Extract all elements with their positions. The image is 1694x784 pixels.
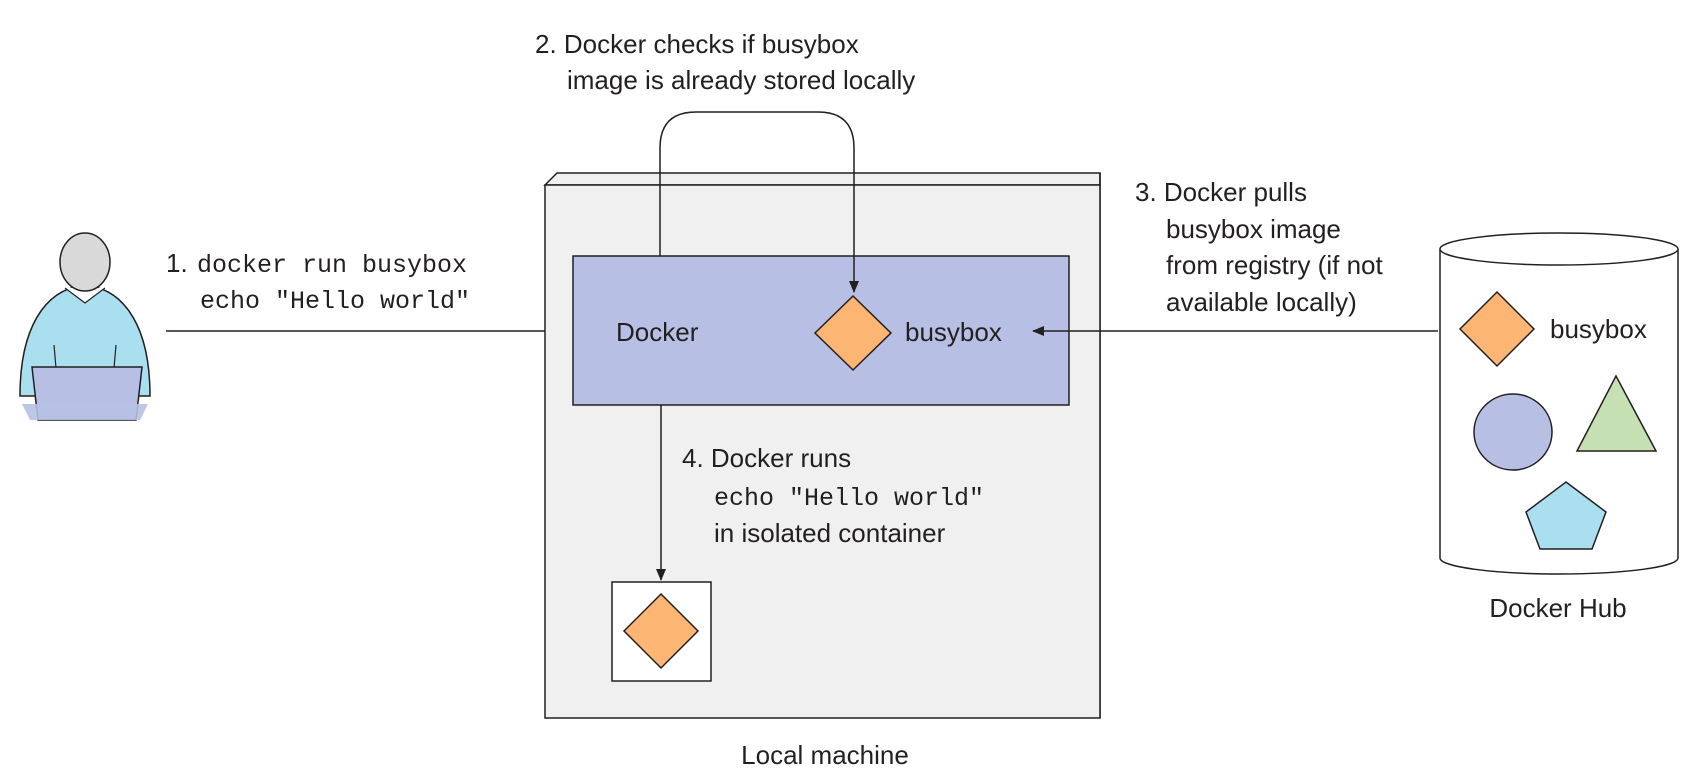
step2-line2: image is already stored locally [567,65,915,95]
step1-command-line1: docker run busybox [197,251,467,280]
step3-line1: 3. Docker pulls [1135,177,1307,207]
hub-busybox-image-icon [1458,290,1536,368]
circle-icon [1473,393,1553,471]
step3-line3: from registry (if not [1166,250,1383,280]
docker-label: Docker [616,317,699,347]
step2-line1: 2. Docker checks if busybox [535,29,859,59]
step1-command-line2: echo "Hello world" [200,287,470,316]
step4-line3: in isolated container [714,518,946,548]
cylinder-top [1439,232,1679,266]
container-busybox-icon [622,592,700,670]
user-arm-left [53,344,57,369]
step4-label: 4. Docker runs echo "Hello world" in iso… [682,443,984,548]
pentagon-icon [1525,481,1607,550]
user-collar [64,287,106,304]
step4-command: echo "Hello world" [714,484,984,513]
user-arm-right [113,344,117,369]
hub-busybox-label: busybox [1550,314,1647,344]
docker-hub-label: Docker Hub [1489,593,1626,623]
step2-label: 2. Docker checks if busybox image is alr… [535,29,915,95]
laptop-base [22,404,148,420]
arrow-check-local [659,111,859,293]
local-busybox-image-icon [813,294,893,372]
step3-label: 3. Docker pulls busybox image from regis… [1135,177,1383,317]
local-machine-top [543,172,1101,186]
local-machine-label: Local machine [741,740,909,770]
step3-line2: busybox image [1166,214,1341,244]
user-head [59,232,111,292]
step3-line4: available locally) [1166,287,1357,317]
step1-number: 1. [166,248,188,278]
step1-label: 1. docker run busybox echo "Hello world" [166,248,470,316]
local-busybox-label: busybox [905,317,1002,347]
step4-line1: 4. Docker runs [682,443,851,473]
triangle-icon [1575,374,1658,452]
user-at-laptop-icon [19,232,151,421]
